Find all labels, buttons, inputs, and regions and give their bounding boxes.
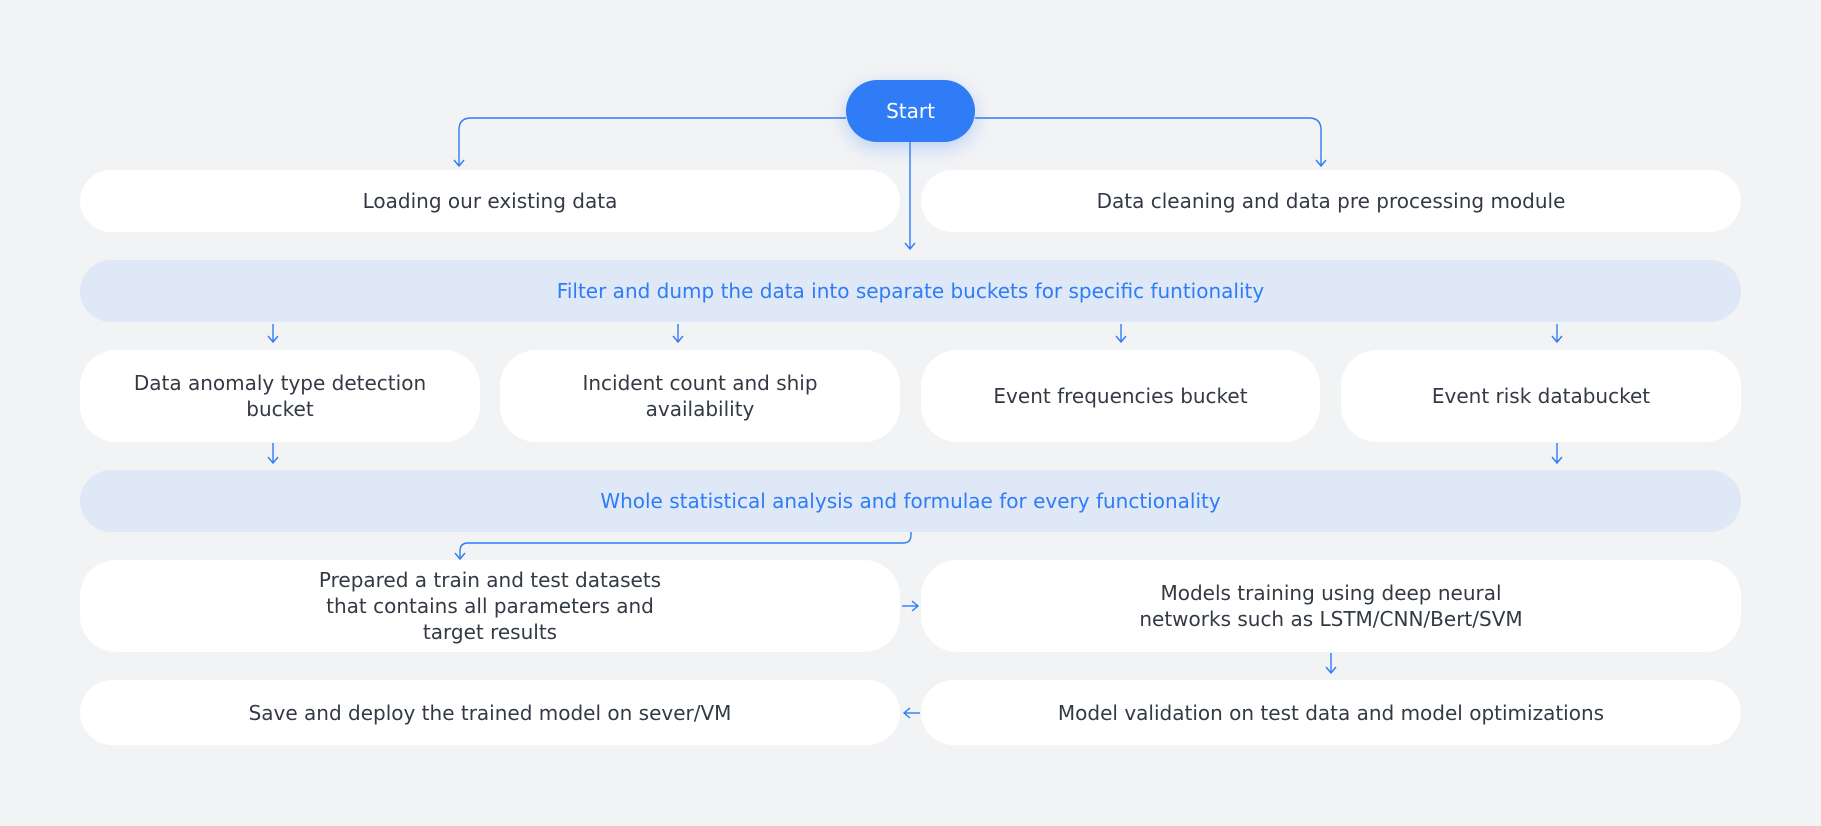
frequencies-bucket-node: Event frequencies bucket — [921, 350, 1320, 442]
analysis-band: Whole statistical analysis and formulae … — [80, 470, 1741, 532]
prepare-datasets-node: Prepared a train and test datasets that … — [80, 560, 900, 652]
save-deploy-node: Save and deploy the trained model on sev… — [80, 680, 900, 745]
arrowhead — [904, 242, 916, 251]
model-validation-node: Model validation on test data and model … — [921, 680, 1741, 745]
connector-analysis-to-prepare — [459, 532, 912, 559]
arrowhead — [1551, 335, 1563, 344]
arrowhead — [672, 335, 684, 344]
data-cleaning-node: Data cleaning and data pre processing mo… — [921, 170, 1741, 232]
connector-start-to-cleaning — [975, 117, 1322, 166]
load-data-node: Loading our existing data — [80, 170, 900, 232]
risk-bucket-node: Event risk databucket — [1341, 350, 1741, 442]
anomaly-bucket-node: Data anomaly type detection bucket — [80, 350, 480, 442]
incident-bucket-node: Incident count and ship availability — [500, 350, 900, 442]
arrowhead — [1325, 666, 1337, 675]
arrowhead — [267, 335, 279, 344]
filter-band: Filter and dump the data into separate b… — [80, 260, 1741, 322]
arrowhead — [1551, 456, 1563, 465]
arrowhead — [1315, 159, 1327, 168]
start-node: Start — [846, 80, 975, 142]
connector-start-to-load — [458, 117, 846, 166]
model-training-node: Models training using deep neural networ… — [921, 560, 1741, 652]
arrowhead — [911, 600, 920, 612]
arrowhead — [1115, 335, 1127, 344]
arrowhead — [454, 552, 466, 561]
arrowhead — [902, 707, 911, 719]
arrowhead — [453, 159, 465, 168]
arrowhead — [267, 456, 279, 465]
